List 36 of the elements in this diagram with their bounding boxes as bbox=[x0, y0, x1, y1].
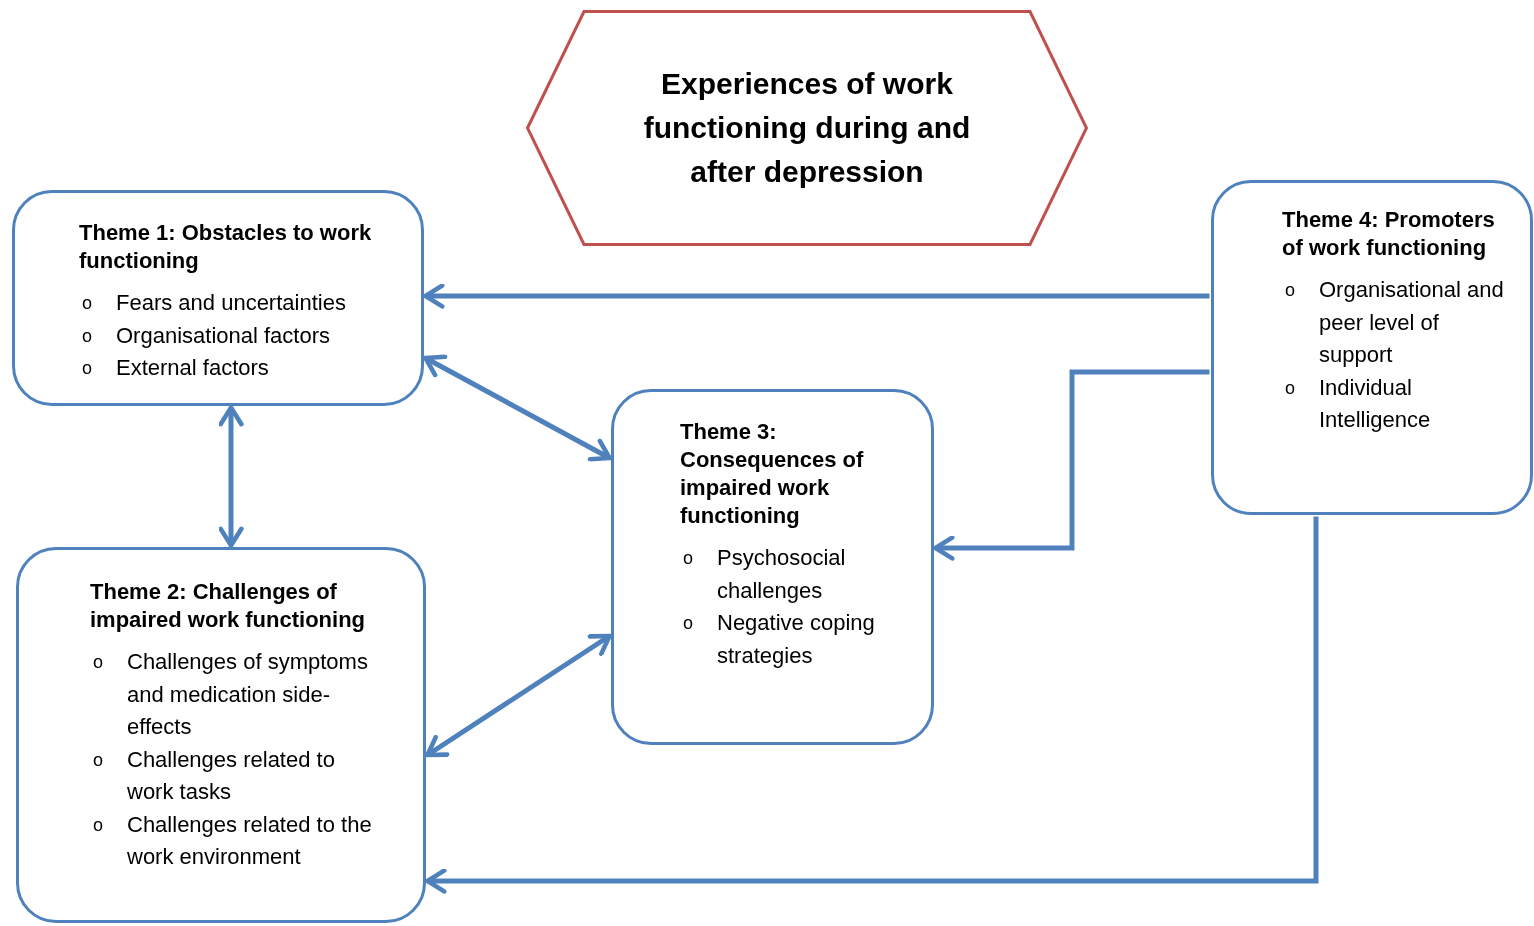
arrow bbox=[218, 405, 244, 548]
bullet-marker: o bbox=[682, 547, 694, 570]
bullet-marker: o bbox=[81, 292, 93, 315]
theme-heading: Theme 1: Obstacles to work functioning bbox=[79, 219, 373, 275]
bullet-item: Challenges of symptoms and medication side-effects bbox=[127, 648, 369, 741]
bullet-marker: o bbox=[92, 813, 104, 837]
arrow bbox=[425, 516, 1319, 894]
bullet-marker: o bbox=[81, 357, 93, 380]
arrow bbox=[423, 283, 1210, 309]
theme-heading: Theme 4: Promoters of work functioning bbox=[1282, 206, 1496, 262]
bullet-item: Fears and uncertainties bbox=[116, 289, 347, 317]
bullet-marker: o bbox=[1284, 279, 1296, 302]
title-text: Experiences of work functioning during and after depression bbox=[642, 66, 972, 190]
arrow bbox=[425, 633, 612, 758]
bullet-marker: o bbox=[682, 612, 694, 635]
bullet-item: Challenges related to work tasks bbox=[127, 745, 336, 806]
arrow bbox=[933, 369, 1210, 561]
bullet-item: Individual Intelligence bbox=[1319, 373, 1432, 434]
theme-heading: Theme 3: Consequences of impaired work functioning bbox=[680, 418, 865, 530]
bullet-item: Challenges related to the work environment bbox=[127, 810, 373, 871]
bullet-item: Psychosocial challenges bbox=[717, 544, 847, 605]
theme-box bbox=[611, 389, 934, 745]
bullet-marker: o bbox=[92, 651, 104, 674]
bullet-item: Organisational and peer level of support bbox=[1319, 276, 1505, 369]
bullet-item: Organisational factors bbox=[116, 321, 331, 350]
bullet-marker: o bbox=[81, 324, 93, 348]
theme-box bbox=[12, 190, 424, 406]
theme-heading: Theme 2: Challenges of impaired work functioning bbox=[90, 578, 366, 634]
theme-box bbox=[16, 547, 426, 923]
bullet-marker: o bbox=[92, 748, 104, 772]
bullet-marker: o bbox=[1284, 376, 1296, 400]
title-hexagon bbox=[526, 10, 1088, 246]
arrow bbox=[423, 354, 612, 462]
bullet-item: External factors bbox=[116, 354, 270, 382]
theme-box bbox=[1211, 180, 1533, 515]
bullet-item: Negative coping strategies bbox=[717, 609, 876, 670]
